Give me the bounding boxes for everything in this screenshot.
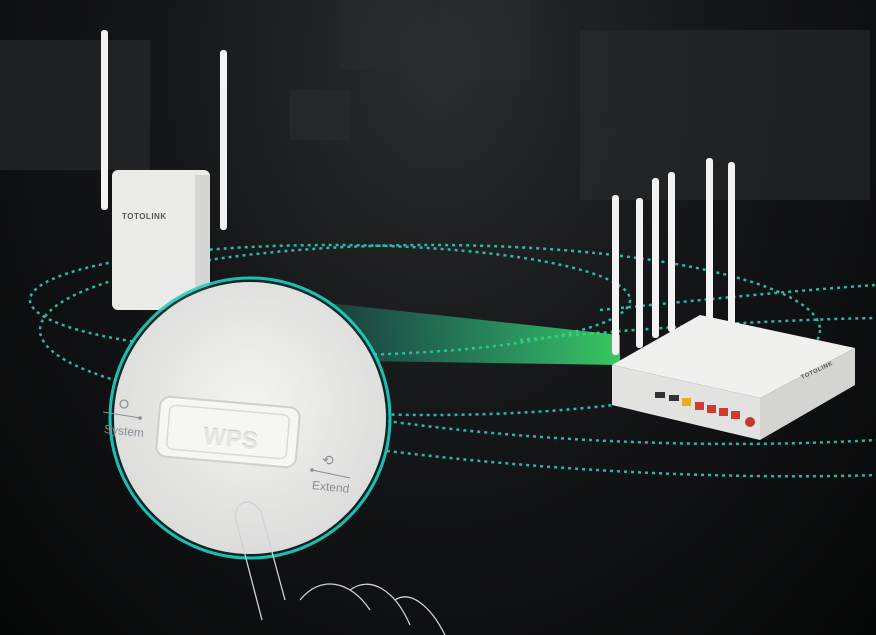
extend-mode-icon: ⟲ [322,452,334,468]
signal-beam [300,300,620,365]
library-background [0,0,870,200]
wps-button[interactable]: WPS [201,423,259,456]
finger-pressing-icon [234,501,446,635]
wireless-router [612,158,855,440]
magnifier [102,276,392,560]
signal-waves [28,243,876,478]
extender-brand-logo: TOTOLINK [122,212,167,221]
range-extender [101,30,227,310]
